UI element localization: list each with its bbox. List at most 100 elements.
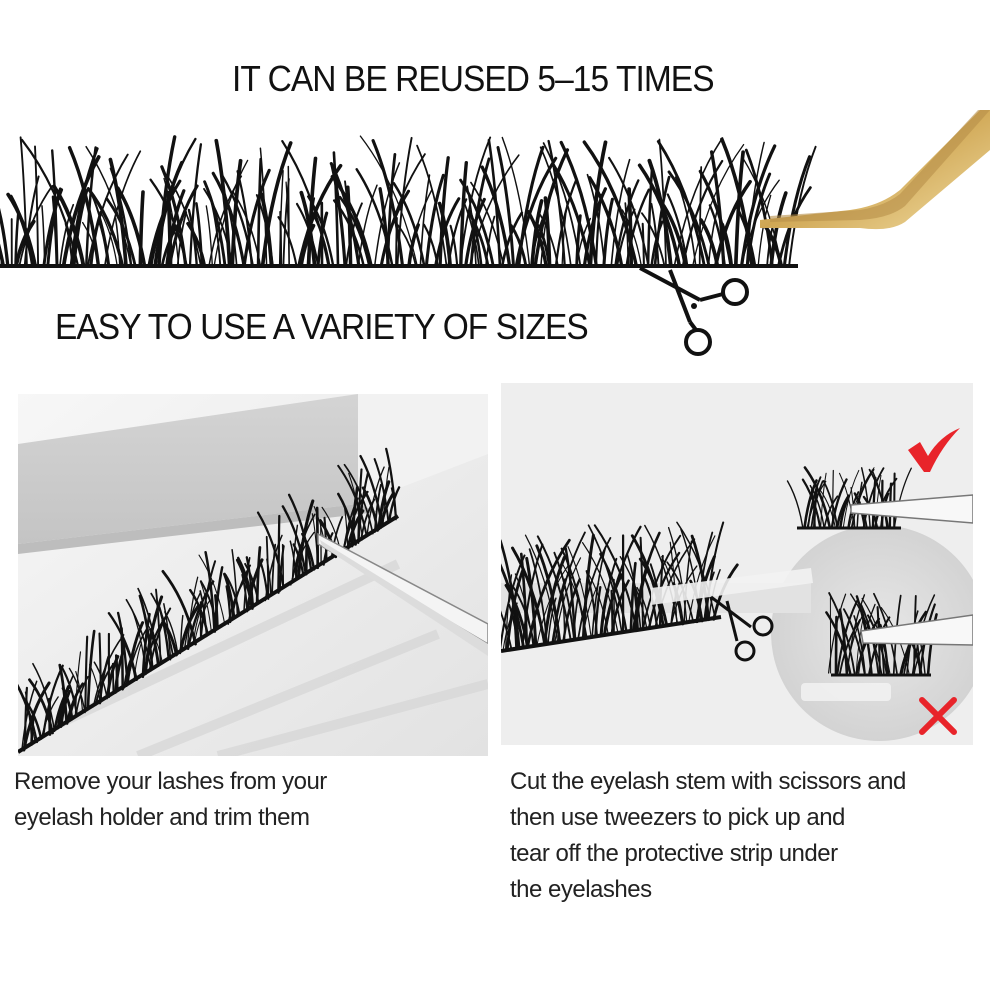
lash-hair	[713, 179, 752, 268]
lash-hair	[337, 492, 357, 546]
lash-hair	[231, 190, 262, 267]
lash-hair	[195, 202, 204, 268]
lash-hair	[720, 222, 734, 268]
lash-hair	[501, 539, 521, 648]
lash-hair	[509, 224, 528, 268]
lash-hair	[377, 480, 391, 531]
lash-hair	[86, 153, 129, 267]
lash-hair	[105, 197, 137, 268]
lash-hair	[535, 544, 562, 643]
lash-hair	[350, 485, 359, 548]
lash-hair	[125, 598, 153, 672]
lash-hair	[621, 209, 642, 267]
lash-hair	[0, 243, 6, 268]
lash-hair	[0, 207, 10, 268]
caption-line: tear off the protective strip under	[510, 840, 838, 867]
lash-hair	[85, 145, 132, 267]
caption-line: Remove your lashes from your	[14, 768, 327, 795]
lash-hair	[355, 168, 394, 268]
lash-hair	[539, 214, 559, 267]
lash-hair	[108, 157, 128, 268]
lash-hair	[84, 635, 89, 711]
lash-hair	[650, 202, 660, 267]
lash-hair	[745, 141, 765, 267]
lash-hair	[819, 489, 836, 528]
wrong-example	[825, 592, 973, 677]
lash-hair	[330, 174, 373, 268]
lash-hair	[603, 525, 642, 636]
lash-hair	[214, 594, 219, 629]
lash-hair	[666, 193, 689, 268]
lash-hair	[407, 223, 420, 268]
lash-hair	[224, 573, 241, 616]
lash-hair	[734, 204, 757, 268]
lash-hair	[838, 608, 849, 675]
lash-hair	[733, 150, 745, 268]
lash-hair	[153, 160, 184, 268]
step-2-photo	[501, 383, 973, 745]
lash-hair	[204, 550, 216, 632]
lash-hair	[591, 546, 607, 638]
lash-hair	[786, 480, 804, 528]
lash-hair	[114, 217, 121, 267]
lash-hair	[823, 495, 839, 528]
lash-hair	[533, 148, 570, 268]
lash-hair	[291, 524, 299, 583]
lash-hair	[373, 458, 390, 524]
lash-hair	[6, 192, 38, 268]
lash-hair	[225, 585, 232, 621]
lash-hair	[86, 187, 125, 268]
lash-hair	[508, 603, 519, 648]
lash-hair	[820, 472, 827, 528]
lash-hair	[382, 466, 390, 525]
lash-hair	[466, 210, 490, 268]
lash-hair	[260, 141, 293, 268]
lash-hair	[359, 454, 384, 527]
lash-hair	[359, 135, 418, 267]
lash-hair	[810, 488, 816, 528]
lash-hair	[344, 507, 349, 549]
lash-hair	[277, 216, 298, 268]
lash-hair	[89, 664, 101, 701]
lash-hair	[517, 145, 545, 268]
lash-hair	[109, 167, 133, 268]
lash-hair	[82, 221, 100, 267]
lash-hair	[235, 558, 254, 610]
lash-hair	[669, 541, 678, 625]
lash-hair	[629, 561, 637, 633]
lash-hair	[424, 173, 445, 268]
lash-hair	[205, 205, 213, 267]
lash-hair	[567, 546, 592, 637]
lash-hair	[100, 213, 118, 267]
lash-hair	[301, 532, 316, 571]
lash-hair	[21, 696, 43, 739]
lash-band	[0, 264, 798, 268]
lash-hair	[34, 145, 40, 267]
lash-hair	[18, 185, 54, 267]
lash-hair	[259, 192, 274, 268]
lash-hair	[608, 156, 650, 268]
lash-hair	[640, 212, 666, 267]
lash-hair	[259, 560, 269, 599]
lash-hair	[299, 190, 317, 268]
lash-hair	[60, 666, 78, 716]
lash-hair	[459, 178, 495, 268]
lash-hair	[198, 554, 226, 626]
lash-hair	[720, 137, 754, 268]
lash-hair	[203, 180, 227, 268]
lash-hair	[676, 521, 717, 620]
lash-hair	[120, 636, 136, 680]
lash-hair	[392, 182, 426, 268]
lash-hair	[642, 534, 682, 630]
step-1-caption: Remove your lashes from your eyelash hol…	[14, 764, 327, 836]
subtitle-headline: EASY TO USE A VARIETY OF SIZES	[55, 306, 589, 347]
lash-hair	[371, 139, 405, 268]
lash-hair	[801, 478, 822, 529]
lash-hair	[683, 540, 693, 624]
lash-hair	[285, 181, 290, 267]
lash-hair	[542, 142, 582, 267]
lash-hair	[281, 505, 307, 574]
lash-hair	[822, 480, 839, 528]
lash-hair	[539, 146, 572, 267]
lash-hair	[59, 203, 75, 267]
